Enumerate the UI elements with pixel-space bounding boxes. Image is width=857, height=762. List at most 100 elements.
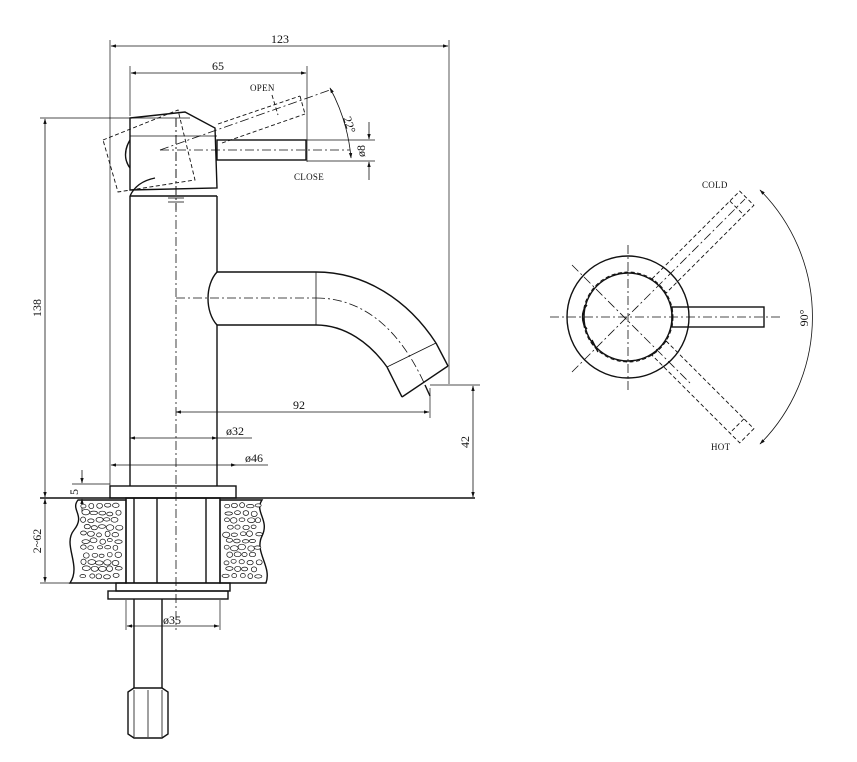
pebble xyxy=(111,560,120,566)
pebble xyxy=(96,502,103,509)
pebble xyxy=(96,532,102,538)
side-view: 123 65 138 5 2~62 xyxy=(30,32,480,739)
dimension-body-diameter: ø32 xyxy=(129,424,252,440)
pebble xyxy=(90,565,99,572)
dimension-overall-width: 123 xyxy=(109,32,450,498)
handle-diameter-label: ø8 xyxy=(354,145,368,157)
pebble xyxy=(224,503,231,509)
pebble xyxy=(80,503,87,509)
pebble xyxy=(80,558,87,565)
pebble xyxy=(255,532,263,537)
pebble xyxy=(81,539,90,544)
pebble xyxy=(246,560,254,566)
pebble xyxy=(87,559,97,565)
close-label: CLOSE xyxy=(294,172,324,182)
pebble xyxy=(103,559,112,566)
lever-reach-label: 65 xyxy=(212,59,224,73)
pebble xyxy=(247,573,254,579)
pebble xyxy=(248,551,257,558)
pebble xyxy=(239,502,245,508)
pebble xyxy=(225,537,233,543)
pebble xyxy=(234,565,242,572)
rotation-arc xyxy=(759,189,813,445)
pebble xyxy=(247,545,255,552)
pebble xyxy=(112,544,119,551)
pebble xyxy=(104,530,111,538)
pebble xyxy=(98,524,106,529)
pebble-fill-left xyxy=(79,502,124,580)
pebble xyxy=(114,551,122,558)
pebble xyxy=(104,545,112,550)
dimension-open-angle: 22° xyxy=(329,87,359,159)
pebble xyxy=(255,559,263,566)
body-diameter-label: ø32 xyxy=(226,424,244,438)
pebble xyxy=(107,551,113,558)
pebble xyxy=(231,573,237,579)
pebble xyxy=(95,517,104,523)
dimension-spout-reach: 92 xyxy=(175,388,431,418)
dimension-shank-diameter: ø35 xyxy=(125,600,221,630)
dimension-lever-reach: 65 xyxy=(129,59,308,162)
pebble xyxy=(221,573,230,578)
pebble xyxy=(254,574,263,579)
pebble xyxy=(96,545,104,550)
pebble xyxy=(79,574,87,579)
pebble xyxy=(223,560,230,566)
pebble xyxy=(114,566,123,571)
pebble xyxy=(250,510,258,517)
dimension-total-height: 138 xyxy=(30,117,190,498)
pebble xyxy=(250,524,257,529)
pebble-fill-right xyxy=(221,502,263,579)
pebble xyxy=(88,502,95,510)
pebble xyxy=(89,537,98,544)
pebble xyxy=(81,565,91,571)
pebble xyxy=(250,566,258,573)
pebble xyxy=(230,545,239,552)
pebble xyxy=(230,517,238,524)
pebble xyxy=(95,560,104,566)
pebble xyxy=(110,517,119,523)
pebble xyxy=(115,524,124,531)
pebble xyxy=(106,511,114,517)
pebble xyxy=(227,524,234,530)
dimension-handle-diameter: ø8 xyxy=(307,122,375,180)
pebble xyxy=(89,510,98,516)
pebble xyxy=(87,518,95,524)
pebble xyxy=(80,544,87,550)
pebble xyxy=(248,539,256,543)
pebble xyxy=(234,510,241,515)
faucet-body xyxy=(129,177,218,486)
pebble xyxy=(237,543,246,551)
pebble xyxy=(81,508,91,516)
pebble xyxy=(111,532,119,538)
cold-label: COLD xyxy=(702,180,728,190)
pebble xyxy=(246,530,253,537)
pebble xyxy=(106,565,113,572)
pebble xyxy=(95,573,102,580)
flange-thickness-label: 5 xyxy=(67,489,81,495)
pebble xyxy=(89,573,96,579)
pebble xyxy=(254,503,262,508)
pebble xyxy=(238,559,245,565)
pebble xyxy=(241,566,249,572)
spout-clearance-label: 42 xyxy=(458,436,472,448)
pebble xyxy=(114,539,123,544)
mounting-shank xyxy=(107,497,231,600)
countertop-section xyxy=(68,499,268,584)
pebble xyxy=(98,566,107,572)
pebble xyxy=(224,517,230,523)
base-flange xyxy=(109,485,237,499)
pebble xyxy=(242,510,250,516)
shank-diameter-label: ø35 xyxy=(163,613,181,627)
dimension-flange-diameter: ø46 xyxy=(110,451,268,467)
spout-reach-label: 92 xyxy=(293,398,305,412)
rotation-angle-label: 90° xyxy=(797,309,811,326)
dimension-spout-clearance: 42 xyxy=(430,384,480,498)
pebble xyxy=(103,574,111,580)
pebble xyxy=(104,502,112,508)
pebble xyxy=(233,538,241,544)
pebble xyxy=(90,525,98,531)
pebble xyxy=(112,572,120,578)
